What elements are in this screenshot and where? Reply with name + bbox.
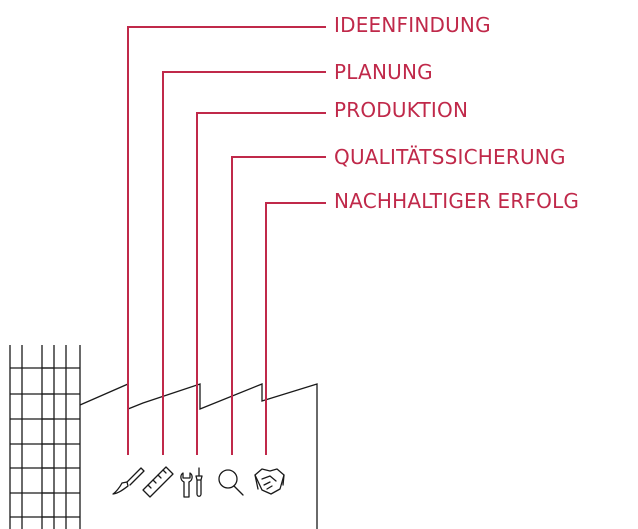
stage-label-produktion: PRODUKTION — [334, 98, 468, 122]
stage-label-planung: PLANUNG — [334, 60, 433, 84]
paintbrush-icon — [112, 467, 145, 495]
stage-label-ideenfindung: IDEENFINDUNG — [334, 13, 491, 37]
leader-line-produktion — [196, 112, 326, 455]
handshake-icon — [254, 468, 285, 495]
stage-label-qualitaetssicherung: QUALITÄTSSICHERUNG — [334, 145, 566, 169]
leader-line-planung — [162, 71, 326, 455]
wrench-screwdriver-icon — [180, 467, 203, 498]
ruler-icon — [142, 466, 174, 498]
ladder-illustration — [9, 345, 81, 529]
factory-building-outline — [79, 383, 318, 529]
leader-line-nachhaltiger-erfolg — [265, 202, 326, 455]
leader-line-ideenfindung — [127, 26, 326, 455]
stage-label-nachhaltiger-erfolg: NACHHALTIGER ERFOLG — [334, 189, 579, 213]
magnifier-icon — [218, 469, 244, 496]
leader-lines — [127, 26, 326, 455]
leader-line-qualitaetssicherung — [231, 156, 326, 455]
